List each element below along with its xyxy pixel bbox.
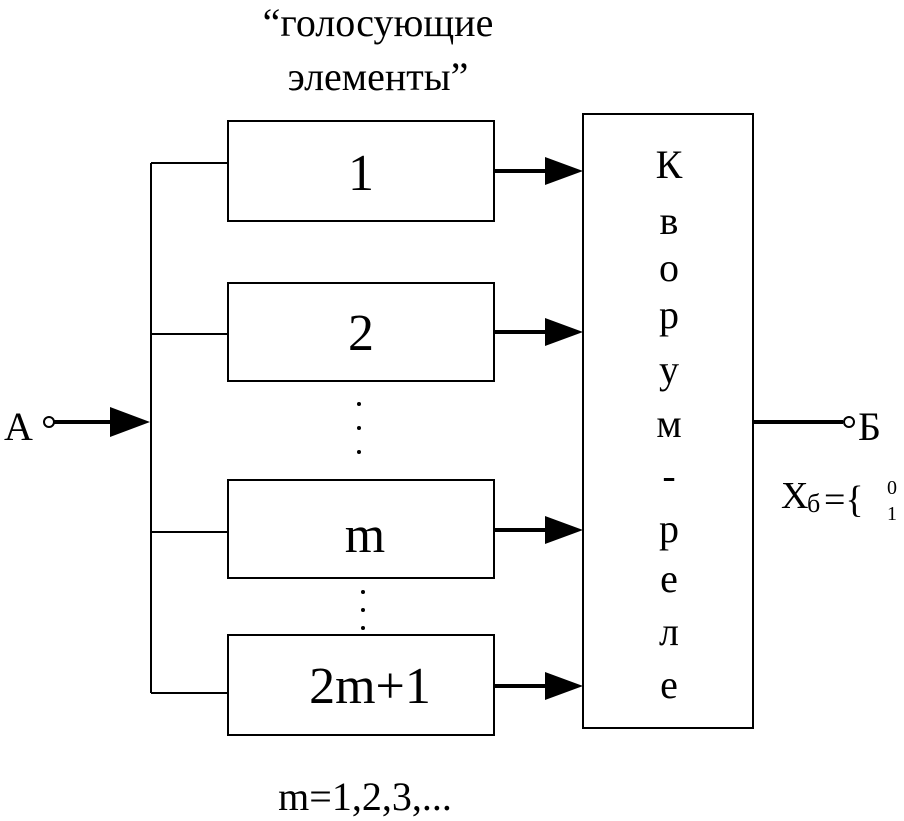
vertical-ellipsis-2 [361,590,365,630]
output-variable: X [781,475,808,517]
input-label: А [4,404,33,449]
voting-element-1 [227,120,495,222]
relay-letter: е [660,556,678,601]
relay-letter: в [660,198,679,243]
relay-letter: - [662,453,675,498]
output-arrow-m [545,516,583,544]
output-arrow-1 [545,157,583,185]
relay-letter: у [659,347,679,392]
output-subscript: б [807,489,820,518]
header-line-1: “голосующие [263,0,494,45]
vertical-ellipsis-1 [357,402,361,454]
input-terminal [43,416,55,428]
footnote: m=1,2,3,... [278,774,452,819]
output-label: Б [858,404,881,449]
input-arrow [110,407,150,437]
relay-letter: м [656,401,681,446]
relay-letter: е [660,662,678,707]
relay-letter: р [659,506,679,551]
output-value-0: 0 [887,477,897,499]
output-value-1: 1 [887,503,897,525]
output-arrow-2m1 [545,672,583,700]
voting-element-2-label: 2 [348,305,374,362]
voting-element-1-label: 1 [348,145,374,202]
relay-letter: л [659,609,679,654]
output-terminal [843,416,855,428]
output-arrow-2 [545,318,583,346]
relay-letter: р [659,292,679,337]
quorum-relay-label: К в о р у м - р е л е [656,142,683,707]
header-line-2: элементы” [288,54,469,99]
relay-letter: К [656,142,683,187]
output-equals-brace: ={ [824,479,864,521]
relay-letter: о [659,245,679,290]
quorum-relay-box [582,113,754,729]
output-formula: X б ={ 0 1 [781,475,897,525]
voting-element-2m1-label: 2m+1 [309,658,431,715]
voting-element-2m1 [227,634,495,736]
voting-element-m-label: m [345,507,385,564]
